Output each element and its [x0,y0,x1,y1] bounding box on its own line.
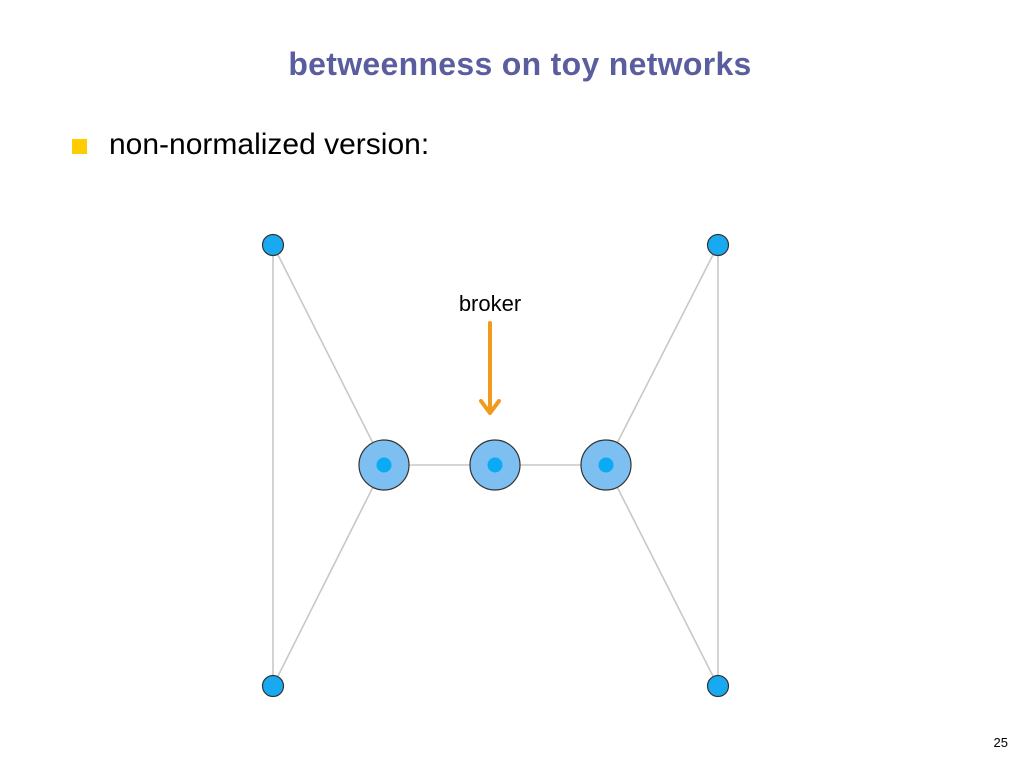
node-center-middle-broker [469,439,521,491]
edge-bottom-left-to-center-left [272,464,385,687]
node-center-left [358,439,410,491]
nodes-layer [261,233,730,698]
broker-arrow [479,321,501,415]
node-bottom-right [706,674,730,698]
edge-center-right-to-top-right [605,244,719,466]
edge-top-left-to-center-left [272,244,385,466]
node-top-left [261,233,285,257]
arrow-head [479,399,501,415]
node-center-right [580,439,632,491]
node-ring [706,674,730,698]
node-ring [261,233,285,257]
edge-center-right-to-bottom-right [605,464,719,687]
node-core [598,457,614,473]
page-number: 25 [993,735,1008,750]
node-top-right [706,233,730,257]
node-bottom-left [261,674,285,698]
bullet-item: non-normalized version: [72,128,429,162]
node-core [376,457,392,473]
bullet-text: non-normalized version: [109,128,430,161]
node-core [487,457,503,473]
node-ring [261,674,285,698]
slide-title: betweenness on toy networks [288,46,752,82]
broker-label: broker [459,291,521,316]
bullet-square-icon [72,138,87,154]
node-ring [706,233,730,257]
